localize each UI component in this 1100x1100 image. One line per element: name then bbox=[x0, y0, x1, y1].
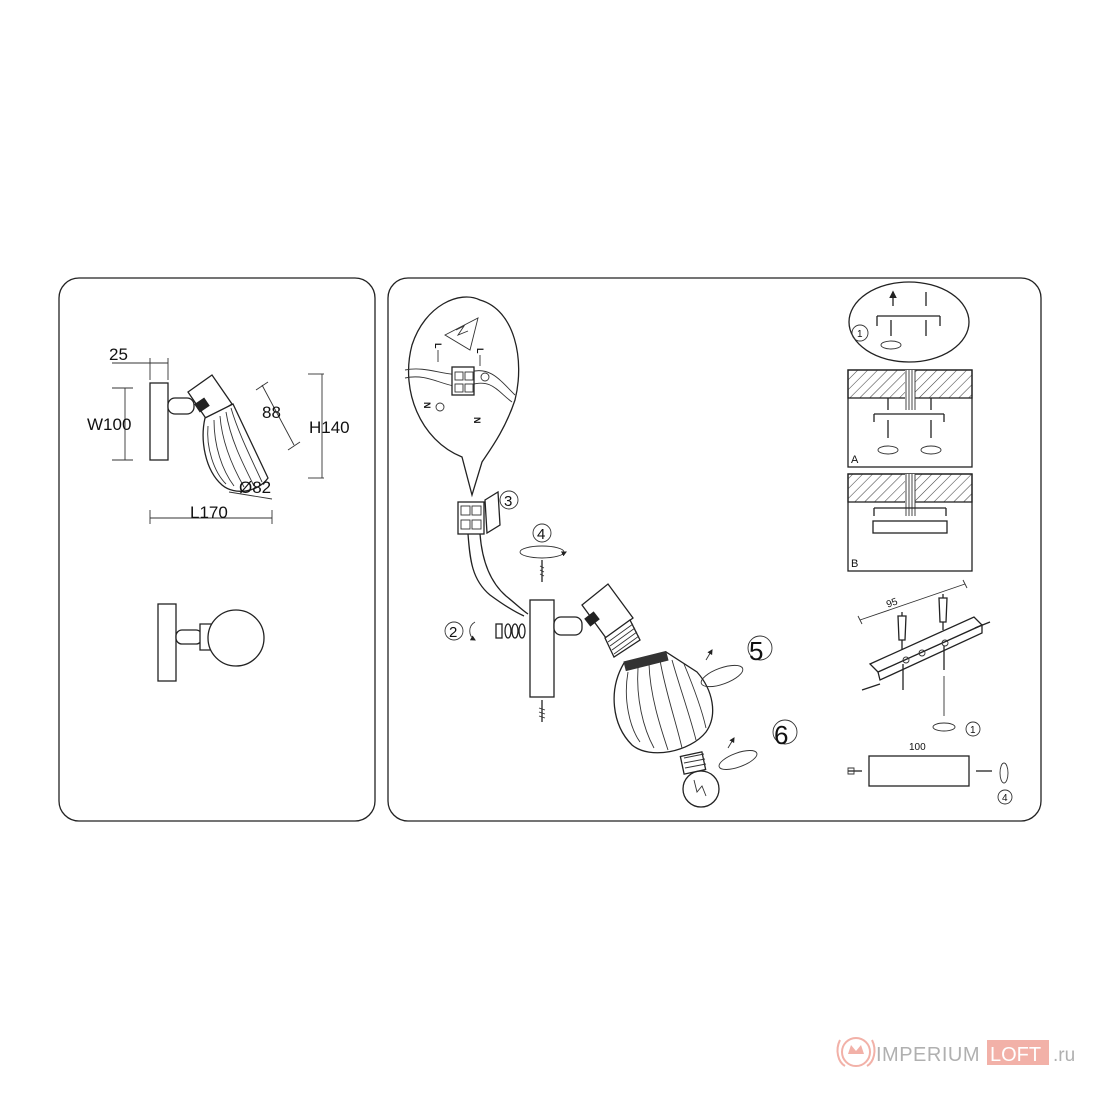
wiring-detail bbox=[404, 296, 520, 498]
dimension-drawing bbox=[112, 358, 324, 524]
dim-depth: 25 bbox=[109, 345, 128, 364]
plate-width: 100 bbox=[909, 742, 926, 753]
step-2-label: 2 bbox=[449, 624, 457, 641]
crown-logo-icon bbox=[836, 1037, 876, 1067]
watermark-imperium: IMPERIUM bbox=[876, 1044, 980, 1066]
mounting-bracket bbox=[857, 579, 991, 737]
step-4-label: 4 bbox=[537, 526, 545, 543]
terminal-block bbox=[457, 490, 529, 617]
dim-shade-length: 88 bbox=[262, 403, 281, 422]
watermark-loft-box bbox=[987, 1040, 1049, 1065]
dim-width: W100 bbox=[87, 415, 131, 434]
panel-a-label: A bbox=[851, 454, 859, 466]
panel-b-label: B bbox=[851, 558, 858, 570]
step-5-label: 5 bbox=[749, 636, 763, 666]
step-5-badge bbox=[747, 635, 773, 661]
watermark-loft: LOFT bbox=[990, 1044, 1041, 1066]
dim-diameter: Ø82 bbox=[239, 478, 271, 497]
lamp-holder bbox=[581, 583, 641, 658]
step-6-label: 6 bbox=[774, 720, 788, 750]
top-screw bbox=[519, 523, 567, 582]
dim-length: L170 bbox=[190, 503, 228, 522]
glass-shade bbox=[613, 649, 744, 754]
step-4-plate-label: 4 bbox=[1002, 793, 1008, 804]
right-panel bbox=[387, 277, 1042, 822]
mounting-oval bbox=[848, 281, 970, 363]
wire-label-l1: L bbox=[433, 343, 443, 349]
mounting-panel-a bbox=[847, 369, 973, 468]
bracket-width: 95 bbox=[885, 596, 900, 610]
lamp-body bbox=[529, 599, 583, 722]
mounting-panel-b bbox=[847, 473, 973, 572]
step-3-badge bbox=[499, 490, 519, 510]
left-panel bbox=[58, 277, 376, 822]
step-6-badge bbox=[772, 719, 798, 745]
mounting-plate bbox=[847, 755, 1013, 805]
watermark-domain: .ru bbox=[1053, 1045, 1075, 1066]
front-view bbox=[157, 603, 265, 682]
watermark: IMPERIUM LOFT .ru bbox=[836, 1037, 1075, 1067]
step-1-oval-label: 1 bbox=[857, 329, 863, 340]
dim-height: H140 bbox=[309, 418, 350, 437]
wire-label-n2: N bbox=[472, 417, 482, 424]
wire-label-l2: L bbox=[475, 348, 485, 354]
step-3-label: 3 bbox=[504, 493, 512, 510]
light-bulb bbox=[679, 737, 758, 808]
wire-label-n1: N bbox=[422, 402, 432, 409]
step-1-bracket-label: 1 bbox=[970, 725, 976, 736]
nut-washers bbox=[444, 621, 526, 641]
